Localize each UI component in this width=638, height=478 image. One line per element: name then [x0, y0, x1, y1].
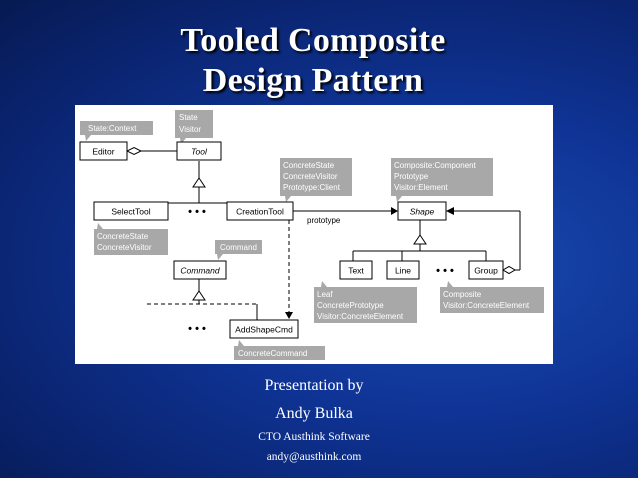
class-select-tool: SelectTool	[93, 201, 169, 221]
class-line: Line	[386, 260, 420, 280]
svg-text:Composite:Component: Composite:Component	[394, 161, 477, 170]
tool-subclass-ellipsis: • • •	[188, 206, 206, 218]
svg-text:CreationTool: CreationTool	[236, 207, 284, 217]
svg-text:Command: Command	[180, 266, 219, 276]
svg-text:Composite: Composite	[443, 290, 482, 299]
svg-text:Line: Line	[395, 266, 411, 276]
svg-text:State: State	[179, 113, 198, 122]
svg-text:Prototype:Client: Prototype:Client	[283, 183, 341, 192]
group-shape-aggregation	[446, 207, 521, 275]
svg-text:AddShapeCmd: AddShapeCmd	[235, 325, 293, 335]
svg-text:Shape: Shape	[410, 207, 435, 217]
svg-text:ConcreteVisitor: ConcreteVisitor	[97, 243, 152, 252]
creationtool-addshapecmd-dependency	[285, 220, 293, 319]
svg-text:State:Context: State:Context	[88, 124, 137, 133]
svg-text:Visitor:Element: Visitor:Element	[394, 183, 448, 192]
svg-text:Group: Group	[474, 266, 498, 276]
svg-text:ConcreteState: ConcreteState	[283, 161, 335, 170]
svg-text:Command: Command	[220, 243, 257, 252]
svg-text:ConcreteCommand: ConcreteCommand	[238, 349, 307, 358]
class-text: Text	[339, 260, 373, 280]
svg-text:Editor: Editor	[92, 147, 114, 157]
note-leaf: Leaf ConcretePrototype Visitor:ConcreteE…	[314, 281, 417, 323]
association-label: prototype	[307, 216, 341, 225]
class-creation-tool: CreationTool	[226, 201, 294, 221]
note-state-visitor: State Visitor	[175, 110, 213, 144]
shape-subclass-ellipsis: • • •	[436, 265, 454, 277]
shape-inheritance	[352, 219, 487, 261]
svg-text:ConcretePrototype: ConcretePrototype	[317, 301, 384, 310]
svg-text:Visitor: Visitor	[179, 125, 201, 134]
svg-text:Tool: Tool	[191, 147, 208, 157]
class-command: Command	[173, 260, 227, 280]
svg-text:Prototype: Prototype	[394, 172, 429, 181]
note-composite-concrete: Composite Visitor:ConcreteElement	[440, 281, 544, 313]
uml-diagram: prototype	[75, 105, 553, 364]
note-command: Command	[215, 240, 262, 260]
class-editor: Editor	[79, 141, 128, 161]
editor-tool-aggregation	[125, 146, 177, 156]
note-concrete-state-visitor: ConcreteState ConcreteVisitor	[94, 223, 168, 255]
svg-text:ConcreteState: ConcreteState	[97, 232, 149, 241]
note-state-context: State:Context	[80, 121, 153, 141]
creationtool-shape-association: prototype	[293, 207, 398, 225]
svg-text:ConcreteVisitor: ConcreteVisitor	[283, 172, 338, 181]
author-role: CTO Austhink Software	[258, 431, 370, 443]
slide-title-line1: Tooled Composite	[180, 22, 446, 59]
class-group: Group	[468, 260, 504, 280]
command-subclass-ellipsis: • • •	[188, 323, 206, 335]
note-concrete-command: ConcreteCommand	[234, 340, 325, 360]
class-tool: Tool	[176, 141, 222, 161]
note-concrete-state-client: ConcreteState ConcreteVisitor Prototype:…	[280, 158, 352, 202]
svg-text:Visitor:ConcreteElement: Visitor:ConcreteElement	[317, 312, 404, 321]
tool-inheritance	[129, 161, 258, 205]
note-composite-component: Composite:Component Prototype Visitor:El…	[391, 158, 493, 202]
uml-diagram-canvas: prototype	[79, 110, 544, 360]
slide-title-line2: Design Pattern	[202, 62, 424, 99]
presentation-by-text: Presentation by	[264, 377, 364, 394]
author-email: andy@austhink.com	[266, 451, 362, 463]
class-shape: Shape	[397, 201, 447, 221]
author-name: Andy Bulka	[275, 405, 353, 422]
command-inheritance	[147, 278, 258, 320]
svg-text:Visitor:ConcreteElement: Visitor:ConcreteElement	[443, 301, 530, 310]
svg-text:Text: Text	[348, 266, 364, 276]
svg-text:Leaf: Leaf	[317, 290, 333, 299]
svg-text:SelectTool: SelectTool	[111, 207, 150, 217]
class-add-shape-cmd: AddShapeCmd	[229, 319, 299, 339]
